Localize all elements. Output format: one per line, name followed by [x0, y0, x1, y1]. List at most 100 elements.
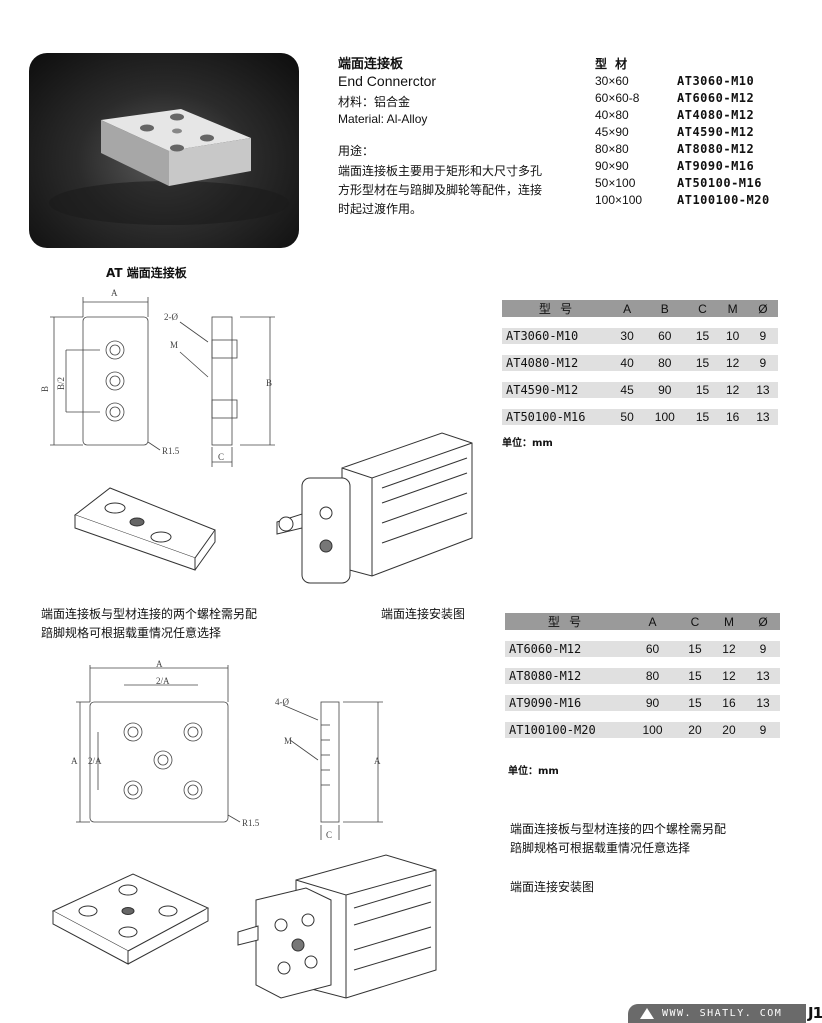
dim-c-label: C — [218, 452, 224, 462]
dim-a-label: A — [156, 659, 163, 669]
cell: 40 — [612, 355, 643, 371]
section2-iso-plate — [51, 873, 210, 965]
cell: 13 — [747, 409, 778, 425]
material-row: 90×90 AT9090-M16 — [595, 158, 805, 175]
material-code: AT9090-M16 — [677, 159, 755, 173]
usage-line: 时起过渡作用。 — [338, 202, 423, 216]
note-line: 踣脚规格可根据载重情况任意选择 — [510, 841, 691, 855]
cell: 90 — [627, 695, 678, 711]
table-row: AT4080-M12 40 80 15 12 9 — [502, 355, 778, 371]
cell: 9 — [745, 641, 780, 657]
table-row: AT4590-M12 45 90 15 12 13 — [502, 382, 778, 398]
section1-note: 端面连接板与型材连接的两个螺栓需另配 踣脚规格可根据载重情况任意选择 — [41, 605, 257, 643]
material-code: AT4080-M12 — [677, 108, 755, 122]
cell: 12 — [711, 668, 746, 684]
dim-holes-label: 2-Ø — [164, 312, 178, 322]
footer-bar: WWW. SHATLY. COM — [628, 1004, 806, 1023]
section2-install-caption: 端面连接安装图 — [510, 880, 595, 894]
dim-holes-label: 4-Ø — [275, 697, 289, 707]
cell: 10 — [717, 328, 748, 344]
section1-install-drawing — [276, 432, 473, 584]
material-size: 80×80 — [595, 142, 629, 156]
table2-unit: 单位：mm — [508, 766, 559, 777]
product-title-cn: 端面连接板 — [338, 57, 404, 72]
cell: 12 — [717, 382, 748, 398]
material-cn: 材料：铝合金 — [338, 95, 411, 109]
material-size: 40×80 — [595, 108, 629, 122]
dim-a-half-v-label: 2/A — [88, 756, 102, 766]
col-header: Ø — [745, 613, 780, 630]
usage-line: 方形型材在与踣脚及脚轮等配件，连接 — [338, 183, 543, 197]
material-size: 100×100 — [595, 193, 643, 207]
dim-c-label: C — [326, 830, 332, 840]
cell: 100 — [642, 409, 688, 425]
col-header: M — [717, 300, 748, 317]
table-header-row: 型 号 A B C M Ø — [502, 300, 778, 317]
cell: 60 — [627, 641, 678, 657]
usage-line: 端面连接板主要用于矩形和大尺寸多孔 — [338, 164, 543, 178]
material-row: 100×100 AT100100-M20 — [595, 192, 805, 209]
material-en: Material: Al-Alloy — [338, 112, 428, 126]
cell: 100 — [627, 722, 678, 738]
cell: 45 — [612, 382, 643, 398]
cell: 15 — [687, 355, 718, 371]
spec-table-2: 型 号 A C M Ø AT6060-M12 60 15 12 9 AT8080… — [505, 613, 780, 738]
dim-a-label: A — [111, 288, 118, 298]
cell: 13 — [747, 382, 778, 398]
section1-iso-plate — [73, 487, 216, 571]
cell: 12 — [711, 641, 746, 657]
col-header: M — [711, 613, 746, 630]
col-header: 型 号 — [502, 300, 612, 317]
dim-a-side-label: A — [71, 756, 78, 766]
cell: 30 — [612, 328, 643, 344]
material-size: 90×90 — [595, 159, 629, 173]
dim-b2-label: B — [266, 378, 272, 388]
cell: AT3060-M10 — [502, 328, 612, 344]
cell: AT100100-M20 — [505, 722, 627, 738]
dim-m-label: M — [170, 340, 178, 350]
cell: 80 — [627, 668, 678, 684]
cell: 15 — [677, 668, 712, 684]
table-header-row: 型 号 A C M Ø — [505, 613, 780, 630]
materials-header: 型 材 — [595, 57, 630, 71]
col-header: C — [677, 613, 712, 630]
cell: 9 — [745, 722, 780, 738]
section2-drawing: A 2/A A 2/A A 4-Ø M R1.5 C — [71, 659, 383, 840]
cell: 80 — [642, 355, 688, 371]
product-photo — [29, 53, 299, 248]
table-row: AT3060-M10 30 60 15 10 9 — [502, 328, 778, 344]
cell: 20 — [677, 722, 712, 738]
section2-note: 端面连接板与型材连接的四个螺栓需另配 踣脚规格可根据载重情况任意选择 — [510, 820, 726, 858]
spec-table-1: 型 号 A B C M Ø AT3060-M10 30 60 15 10 9 A… — [502, 300, 778, 425]
material-size: 50×100 — [595, 176, 636, 190]
cell: AT6060-M12 — [505, 641, 627, 657]
section2-install-drawing — [237, 854, 437, 999]
section1-drawing: A B B/2 B C M 2-Ø R1.5 — [40, 288, 275, 467]
page-mark: J1 — [808, 1004, 822, 1022]
material-code: AT100100-M20 — [677, 193, 770, 207]
cell: 9 — [747, 328, 778, 344]
note-line: 端面连接板与型材连接的四个螺栓需另配 — [510, 822, 727, 836]
dim-m-label: M — [284, 736, 292, 746]
cell: 13 — [745, 668, 780, 684]
cell: 9 — [747, 355, 778, 371]
table-row: AT8080-M12 80 15 12 13 — [505, 668, 780, 684]
material-size: 30×60 — [595, 74, 629, 88]
dim-a-right-label: A — [374, 756, 381, 766]
material-code: AT6060-M12 — [677, 91, 755, 105]
product-title-en: End Connerctor — [338, 73, 437, 89]
cell: 15 — [687, 382, 718, 398]
cell: 16 — [711, 695, 746, 711]
cell: 16 — [717, 409, 748, 425]
cell: 12 — [717, 355, 748, 371]
footer-website: WWW. SHATLY. COM — [662, 1008, 783, 1019]
cell: 15 — [687, 328, 718, 344]
cell: AT9090-M16 — [505, 695, 627, 711]
cell: 20 — [711, 722, 746, 738]
table1-unit: 单位：mm — [502, 438, 553, 449]
logo-icon — [640, 1008, 654, 1019]
